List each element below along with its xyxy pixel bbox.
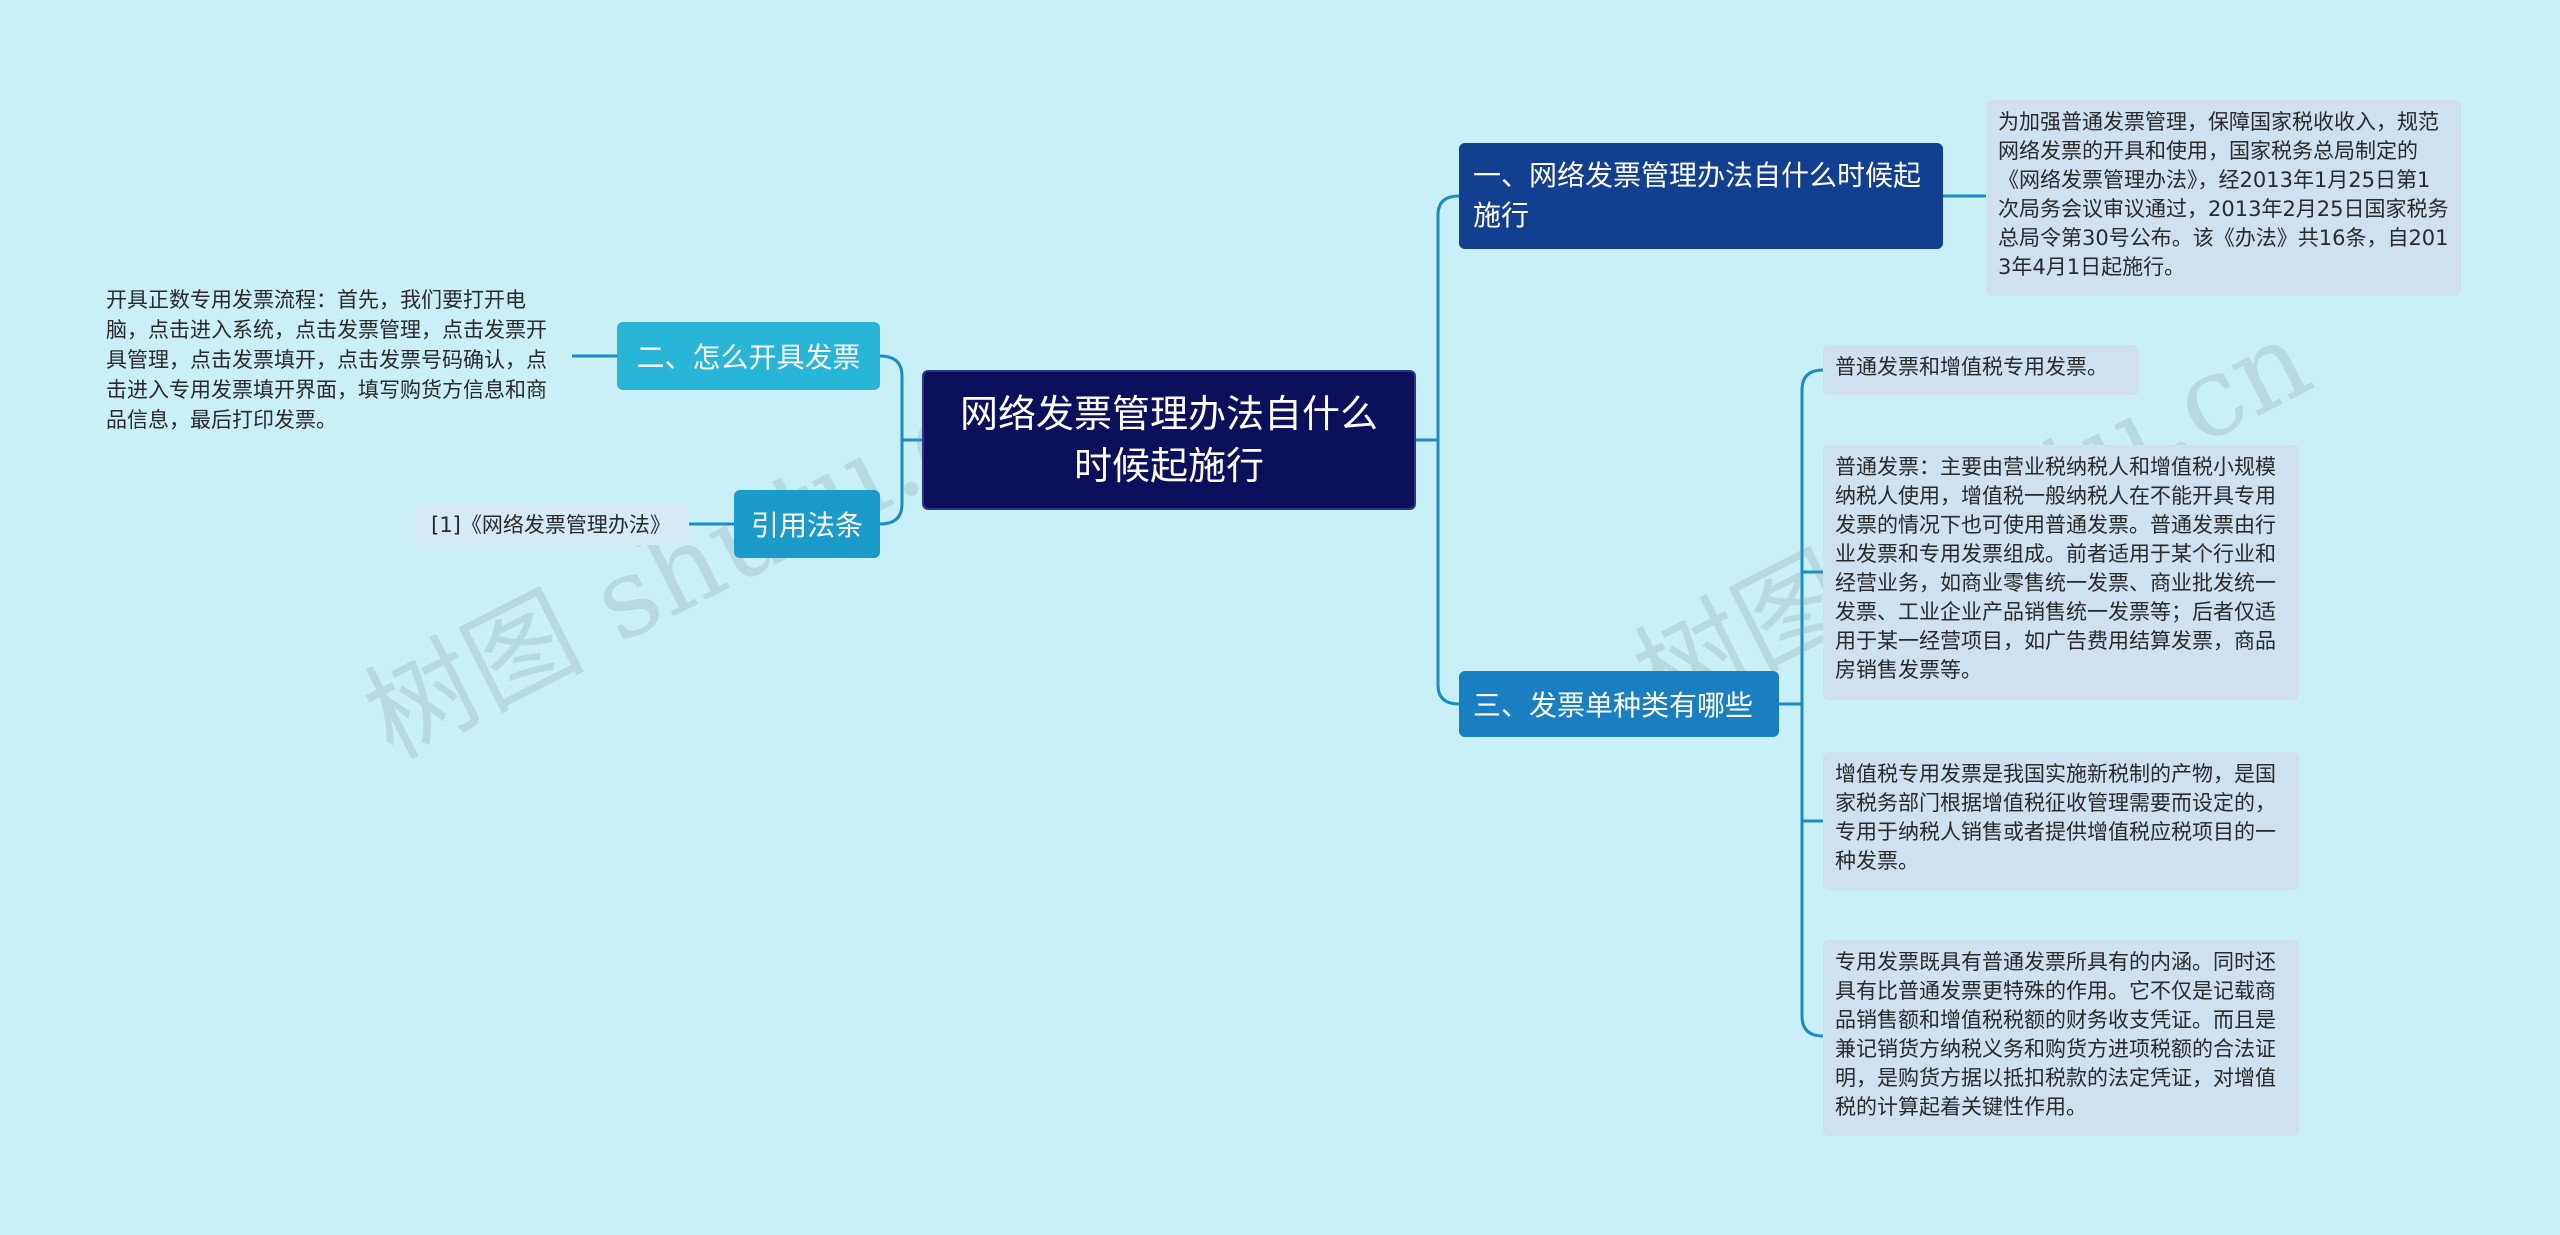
connector-trunk-left [879,354,904,526]
leaf-vat-special-invoice: 增值税专用发票是我国实施新税制的产物，是国家税务部门根据增值税征收管理需要而设定… [1823,752,2299,890]
leaf-special-invoice-role: 专用发票既具有普通发票所具有的内涵。同时还具有比普通发票更特殊的作用。它不仅是记… [1823,940,2299,1136]
branch-title: 二、怎么开具发票 [636,341,861,374]
leaf-ordinary-invoice: 普通发票：主要由营业税纳税人和增值税小规模纳税人使用，增值税一般纳税人在不能开具… [1823,445,2299,700]
leaf-invoice-types-summary: 普通发票和增值税专用发票。 [1823,345,2139,395]
branch-node-cited-law[interactable]: 引用法条 [734,490,880,558]
branch-title: 引用法条 [750,509,863,542]
leaf-implementation-date: 为加强普通发票管理，保障国家税收收入，规范网络发票的开具和使用，国家税务总局制定… [1986,100,2461,296]
leaf-issue-process: 开具正数专用发票流程：首先，我们要打开电脑，点击进入系统，点击发票管理，点击发票… [106,288,547,432]
connector-trunk-right [1436,194,1460,706]
leaf-cited-law: [1]《网络发票管理办法》 [413,505,689,545]
branch-title: 一、网络发票管理办法自什么时候起施行 [1473,159,1922,232]
root-title: 网络发票管理办法自什么时候起施行 [959,392,1378,488]
branch-node-implementation-date[interactable]: 一、网络发票管理办法自什么时候起施行 [1459,143,1943,249]
branch-node-invoice-types[interactable]: 三、发票单种类有哪些 [1459,671,1779,737]
branch-title: 三、发票单种类有哪些 [1473,689,1754,722]
connector-b3-trunk [1800,368,1824,1038]
root-node[interactable]: 网络发票管理办法自什么时候起施行 [922,370,1416,510]
branch-node-how-to-issue[interactable]: 二、怎么开具发票 [617,322,880,390]
